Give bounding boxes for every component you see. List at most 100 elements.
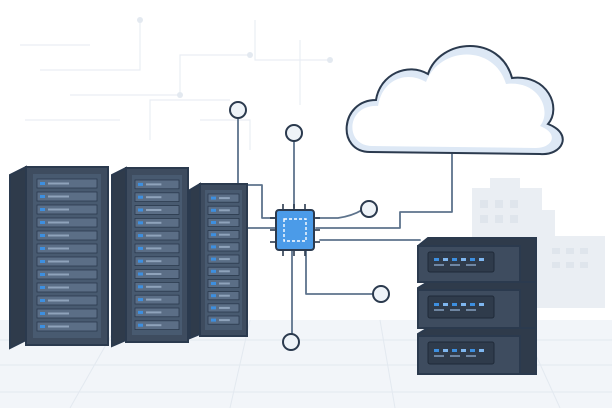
background-circuit-traces xyxy=(20,20,330,150)
drive-slot xyxy=(48,195,69,198)
status-led xyxy=(40,260,45,263)
network-wires xyxy=(237,117,453,335)
status-led xyxy=(40,182,45,185)
status-led xyxy=(40,325,45,328)
status-led xyxy=(470,258,475,261)
drive-slot xyxy=(146,273,162,275)
status-led xyxy=(211,257,216,261)
drive-slot xyxy=(48,208,69,211)
status-led xyxy=(211,306,216,310)
drive-slot xyxy=(219,245,230,248)
network-node-icon xyxy=(285,124,303,142)
drive-slot xyxy=(466,264,476,266)
drive-slot xyxy=(146,221,162,224)
drive-slot xyxy=(48,247,69,250)
drive-slot xyxy=(219,233,230,236)
drive-slot xyxy=(219,319,230,322)
background-circuit-dots xyxy=(137,17,333,98)
status-led xyxy=(452,258,457,261)
drive-slot xyxy=(48,273,69,276)
drive-slot xyxy=(219,197,230,200)
drive-slot xyxy=(219,294,230,297)
network-node-icon xyxy=(229,101,247,119)
drive-slot xyxy=(219,306,230,309)
status-led xyxy=(452,349,457,352)
drive-slot xyxy=(434,309,444,311)
background-skyline-windows xyxy=(480,200,588,268)
server-stack-icon xyxy=(417,237,537,375)
status-led xyxy=(211,294,216,298)
drive-slot xyxy=(48,312,69,315)
status-led xyxy=(211,196,216,200)
status-led xyxy=(434,258,439,261)
status-led xyxy=(470,303,475,306)
status-led xyxy=(479,303,484,306)
status-led xyxy=(40,208,45,211)
server-stack-unit-middle xyxy=(417,281,537,329)
status-led xyxy=(40,312,45,315)
status-led xyxy=(138,259,143,263)
status-led xyxy=(461,258,466,261)
status-led xyxy=(211,245,216,249)
drive-slot xyxy=(146,285,162,288)
status-led xyxy=(434,303,439,306)
drive-slot xyxy=(450,309,460,311)
status-led xyxy=(443,303,448,306)
status-led xyxy=(211,269,216,273)
status-led xyxy=(138,298,143,302)
status-led xyxy=(138,246,143,250)
drive-slot xyxy=(146,234,162,237)
status-led xyxy=(479,349,484,352)
drive-slot xyxy=(48,182,69,185)
drive-slot xyxy=(146,183,162,186)
status-led xyxy=(40,221,45,224)
wire-to-right-node xyxy=(315,209,363,219)
drive-slot xyxy=(48,260,69,263)
drive-slot xyxy=(450,264,460,266)
status-led xyxy=(138,221,143,225)
cloud-icon xyxy=(345,45,564,156)
drive-slot xyxy=(146,298,162,301)
wire-to-cloud xyxy=(315,151,453,229)
network-node-icon xyxy=(360,200,378,218)
chip-icon xyxy=(270,204,320,256)
drive-slot xyxy=(466,309,476,311)
status-led xyxy=(211,221,216,224)
network-node-icon xyxy=(372,285,390,303)
status-led xyxy=(138,182,143,186)
drive-slot xyxy=(450,355,460,357)
drive-slot xyxy=(48,299,69,302)
status-led xyxy=(138,234,143,238)
status-led xyxy=(470,349,475,352)
status-led xyxy=(211,233,216,237)
status-led xyxy=(40,286,45,289)
network-node-icon xyxy=(282,333,300,351)
status-led xyxy=(211,282,216,285)
drive-slot xyxy=(434,355,444,357)
status-led xyxy=(40,273,45,276)
drive-slot xyxy=(48,221,69,224)
status-led xyxy=(40,195,45,198)
drive-slot xyxy=(146,324,162,327)
status-led xyxy=(434,349,439,352)
drive-slot xyxy=(219,221,230,224)
drive-slot xyxy=(219,209,230,212)
status-led xyxy=(138,323,143,327)
drive-slot xyxy=(219,258,230,261)
drive-slot xyxy=(146,196,162,199)
drive-slot xyxy=(146,311,162,314)
status-led xyxy=(452,303,457,306)
wire-to-bottom-right-node xyxy=(305,249,373,295)
drive-slot xyxy=(219,270,230,273)
status-led xyxy=(443,349,448,352)
server-rack-left-bays xyxy=(36,178,98,332)
drive-slot xyxy=(219,282,230,285)
drive-slot xyxy=(434,264,444,266)
drive-slot xyxy=(48,234,69,237)
drive-slot xyxy=(48,325,69,328)
server-stack-unit-bottom xyxy=(417,327,537,375)
status-led xyxy=(211,208,216,212)
drive-slot xyxy=(146,247,162,250)
status-led xyxy=(138,272,143,276)
